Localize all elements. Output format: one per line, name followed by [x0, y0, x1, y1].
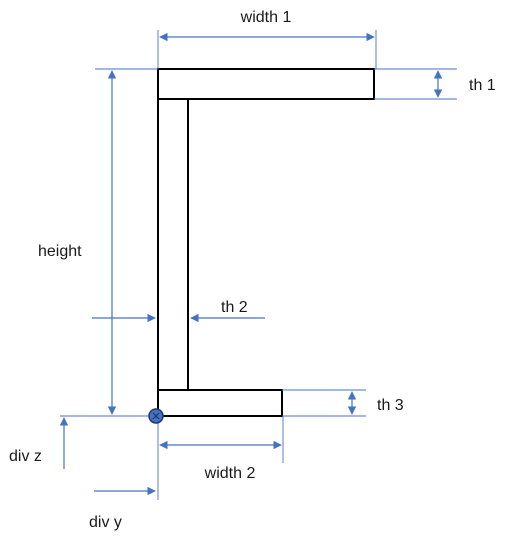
label-th-2: th 2	[221, 299, 248, 316]
label-width-2: width 2	[204, 465, 256, 482]
channel-section	[157, 68, 375, 417]
label-width-1: width 1	[240, 9, 292, 26]
label-div-y: div y	[89, 514, 122, 531]
bottom-flange	[157, 389, 283, 417]
labels: width 1 th 1 height th 2 th 3 width 2 di…	[9, 9, 496, 531]
dimension-arrows	[59, 32, 443, 496]
origin-marker	[148, 408, 164, 424]
top-flange	[157, 68, 375, 100]
web	[157, 98, 189, 391]
label-th-1: th 1	[469, 77, 496, 94]
label-height: height	[38, 243, 82, 260]
extension-lines	[60, 30, 457, 500]
label-th-3: th 3	[377, 397, 404, 414]
label-div-z: div z	[9, 448, 42, 465]
